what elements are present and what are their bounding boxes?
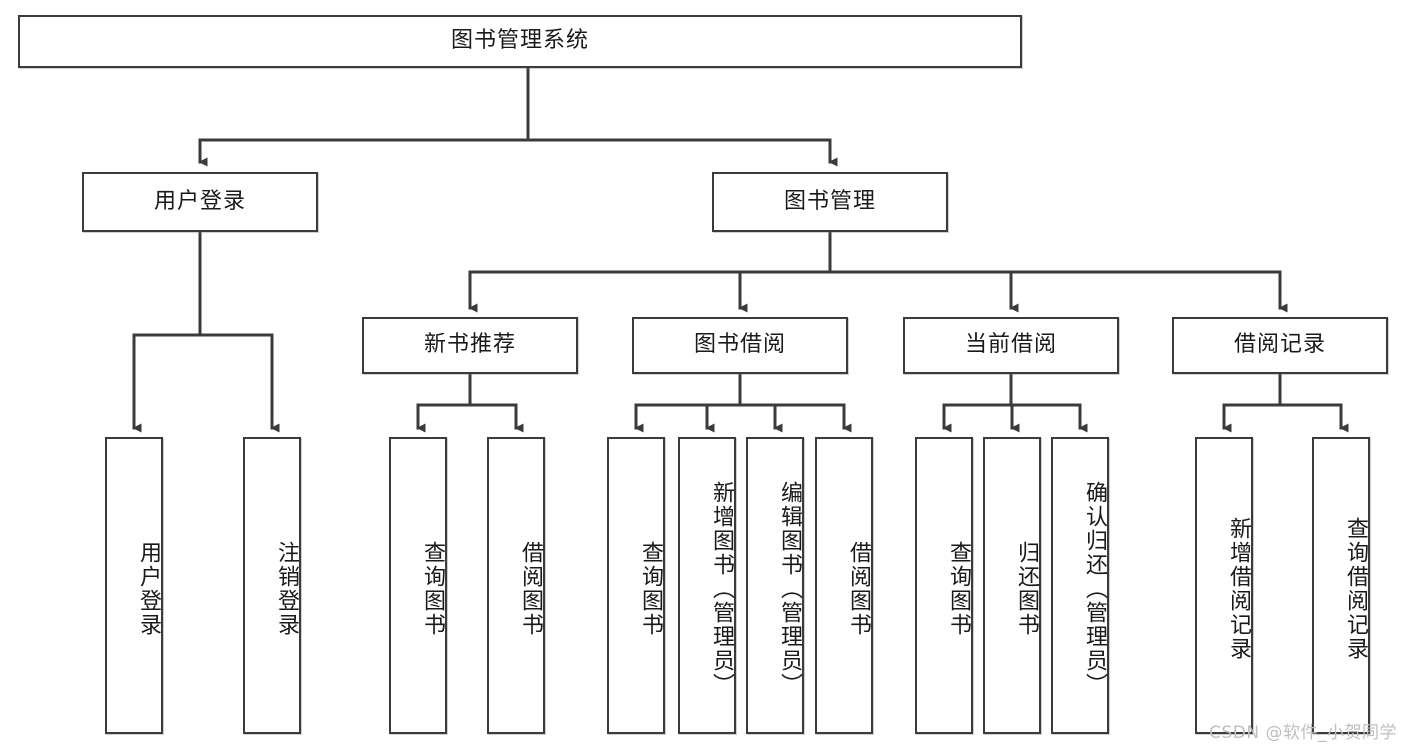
node-leaf-user-login[interactable]: 用户登录: [105, 437, 163, 734]
node-book-borrow-label: 图书借阅: [693, 332, 786, 358]
node-leaf-user-logout[interactable]: 注销登录: [243, 437, 301, 734]
node-borrow-record[interactable]: 借阅记录: [1172, 317, 1388, 374]
node-new-book-recommend-label: 新书推荐: [423, 332, 516, 358]
node-leaf-edit-book[interactable]: 编辑图书（管理员）: [746, 437, 804, 734]
node-leaf-borrow-book-rec[interactable]: 借阅图书: [487, 437, 545, 734]
node-leaf-query-book-rec-label: 查询图书: [420, 540, 445, 637]
watermark: CSDN @软件_小贺同学: [1209, 723, 1397, 743]
node-current-borrow-label: 当前借阅: [964, 332, 1057, 358]
node-leaf-confirm-return[interactable]: 确认归还（管理员）: [1051, 437, 1109, 734]
node-leaf-user-login-label: 用户登录: [136, 540, 161, 637]
node-leaf-query-book-cur[interactable]: 查询图书: [915, 437, 973, 734]
node-leaf-add-borrow-rec-label: 新增借阅记录: [1226, 516, 1251, 661]
node-leaf-edit-book-label: 编辑图书（管理员）: [777, 480, 802, 697]
node-leaf-query-book-rec[interactable]: 查询图书: [389, 437, 447, 734]
node-borrow-record-label: 借阅记录: [1233, 332, 1326, 358]
node-book-manage[interactable]: 图书管理: [712, 172, 948, 232]
node-leaf-borrow-book-rec-label: 借阅图书: [518, 540, 543, 637]
node-leaf-return-book-label: 归还图书: [1014, 540, 1039, 637]
node-leaf-add-borrow-rec[interactable]: 新增借阅记录: [1195, 437, 1253, 734]
node-leaf-query-book-bor[interactable]: 查询图书: [607, 437, 665, 734]
node-current-borrow[interactable]: 当前借阅: [903, 317, 1119, 374]
node-book-borrow[interactable]: 图书借阅: [632, 317, 848, 374]
node-leaf-user-logout-label: 注销登录: [274, 540, 299, 637]
node-leaf-query-borrow-rec-label: 查询借阅记录: [1343, 516, 1368, 661]
node-leaf-query-book-bor-label: 查询图书: [638, 540, 663, 637]
node-leaf-return-book[interactable]: 归还图书: [983, 437, 1041, 734]
node-book-manage-label: 图书管理: [783, 188, 876, 214]
node-leaf-borrow-book-label: 借阅图书: [846, 540, 871, 637]
node-new-book-recommend[interactable]: 新书推荐: [362, 317, 578, 374]
node-leaf-query-borrow-rec[interactable]: 查询借阅记录: [1312, 437, 1370, 734]
node-leaf-query-book-cur-label: 查询图书: [946, 540, 971, 637]
node-leaf-add-book-label: 新增图书（管理员）: [709, 480, 734, 697]
node-root[interactable]: 图书管理系统: [18, 15, 1022, 68]
node-leaf-add-book[interactable]: 新增图书（管理员）: [678, 437, 736, 734]
node-leaf-borrow-book[interactable]: 借阅图书: [815, 437, 873, 734]
node-leaf-confirm-return-label: 确认归还（管理员）: [1082, 480, 1107, 697]
node-user-login[interactable]: 用户登录: [82, 172, 318, 232]
node-root-label: 图书管理系统: [450, 28, 589, 54]
node-user-login-label: 用户登录: [153, 188, 246, 214]
